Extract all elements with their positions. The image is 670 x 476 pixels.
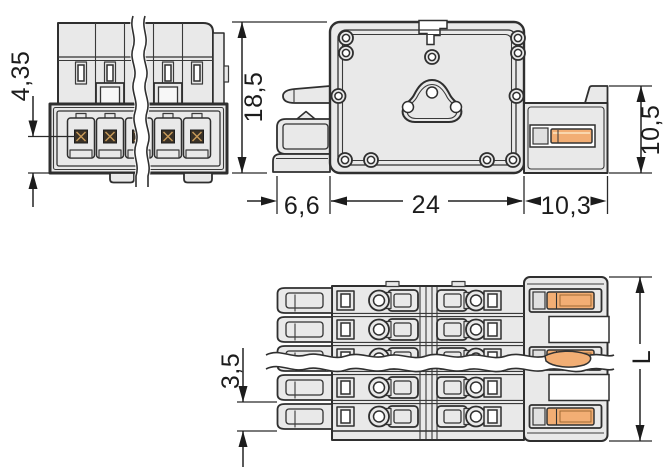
dim-18-5: 18,5 [232,21,327,174]
mounting-hole [510,30,526,46]
arrowhead [237,157,247,173]
break-mask [138,16,143,187]
latch-slider [532,127,549,145]
mounting-hole [510,45,526,61]
dim-length: L [609,276,656,442]
row-separators [332,312,524,405]
latch-window [95,82,125,105]
snap-tab [584,85,609,104]
snap-tooth [296,110,316,120]
front-side-flange [212,32,225,105]
latch-lever-orange-partial [544,350,592,368]
arrowhead [507,196,523,206]
contact-chamber [66,112,96,159]
housing-bump [451,280,466,288]
mounting-foot [183,172,213,184]
release-lever [282,85,331,104]
dim-18-5-label: 18,5 [240,72,268,123]
front-view [48,16,230,187]
latch-lever-orange [550,128,593,144]
dim-3-5: 3,5 [217,348,277,467]
latch-slot [161,61,175,85]
dim-24: 24 [331,176,525,219]
latch-gap [548,315,610,344]
dim-4-35: 4,35 [7,51,75,207]
top-view [266,276,614,442]
contact-chamber [153,112,183,159]
coding-boss [401,79,463,123]
mounting-hole [337,152,353,168]
mounting-hole [338,45,354,61]
arrowhead [237,22,247,38]
arrowhead [238,431,248,447]
arrowhead [590,196,607,206]
arrowhead [28,120,38,137]
dim-24-label: 24 [412,191,441,219]
arrowhead [635,277,645,293]
latch-assembly [528,288,603,313]
mounting-hole [508,88,525,104]
coding-hole [401,100,415,114]
arrowhead [28,173,38,189]
plug-step [272,153,331,173]
contact-chamber [182,112,212,159]
dim-10-3: 10,3 [525,176,609,220]
arrowhead [525,196,541,206]
dim-10-3-label: 10,3 [541,192,592,220]
mounting-hole [338,30,354,46]
mounting-hole [479,152,495,168]
dim-6-6-label: 6,6 [284,192,320,220]
dim-3-5-label: 3,5 [217,353,245,389]
latch-slot [74,61,88,85]
dim-length-label: L [628,350,656,364]
housing-bump [385,280,400,288]
latch-slot [190,61,204,85]
contact-chamber [95,112,125,159]
coding-hole [449,100,463,114]
arrowhead [636,157,646,173]
mounting-hole [363,152,379,168]
arrowhead [331,196,347,206]
dim-10-5: 10,5 [609,85,665,174]
latch-gap [548,373,610,402]
dim-6-6: 6,6 [247,176,331,220]
mounting-hole [424,49,440,65]
side-view [272,19,609,175]
dim-4-35-label: 4,35 [7,51,35,102]
latch-block-inner [527,106,605,170]
arrowhead [238,386,248,402]
dim-10-5-label: 10,5 [637,105,665,156]
plug-inner [282,123,329,150]
arrowhead [261,196,277,206]
latch-slot [103,61,117,85]
arrowhead [636,86,646,102]
front-flange-lug [223,65,230,83]
mounting-foot [109,172,135,184]
coding-boss-inner [406,83,458,120]
break-line-top [266,350,614,373]
mounting-hole [505,152,521,168]
arrowhead [635,425,645,441]
keyhole-notch [418,19,448,46]
coding-hole [425,86,439,99]
latch-assembly [528,404,603,429]
latch-window [153,82,183,105]
mounting-hole [330,88,347,104]
